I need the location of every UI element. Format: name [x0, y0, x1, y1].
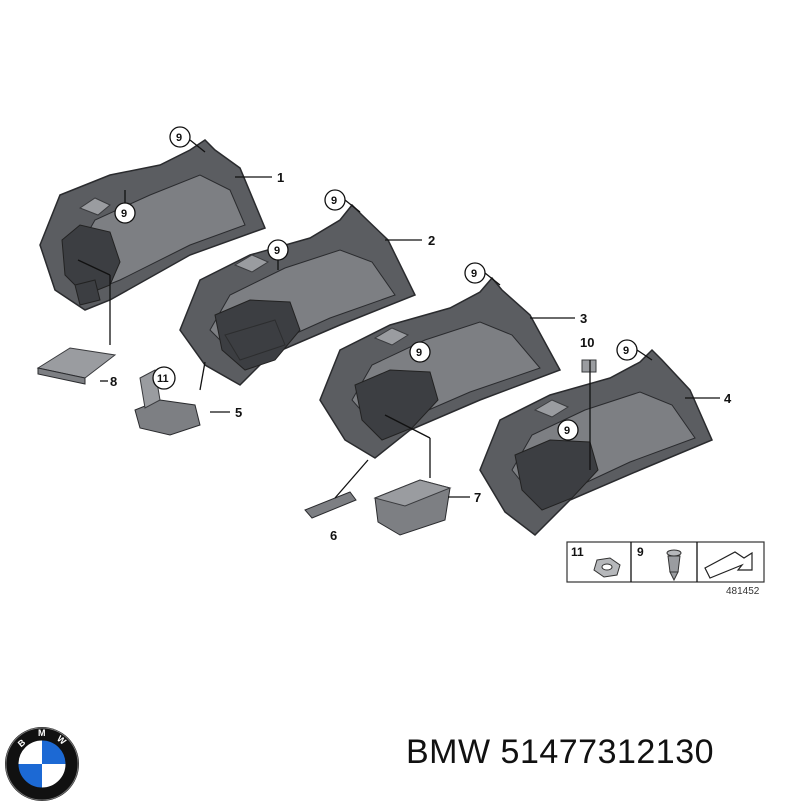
callout-6: 6 [330, 528, 337, 543]
circle-callout-9c: 9 [331, 195, 337, 207]
callout-4: 4 [724, 391, 732, 406]
part-4-trim-panel [479, 348, 713, 536]
reference-code: 481452 [726, 586, 760, 597]
part-6-strip [304, 491, 357, 519]
legend-item-9: 9 [637, 545, 644, 559]
nut-icon [593, 557, 621, 578]
part-7-box [373, 479, 452, 536]
callout-3: 3 [580, 311, 587, 326]
part-1-trim-panel [39, 139, 266, 311]
circle-callout-9b: 9 [121, 208, 127, 220]
callout-2: 2 [428, 233, 435, 248]
circle-callout-9e: 9 [471, 268, 477, 280]
callout-10: 10 [580, 335, 594, 350]
svg-text:B: B [16, 737, 28, 749]
direction-arrow-icon [704, 551, 753, 579]
legend-item-11: 11 [571, 545, 584, 559]
part-3-trim-panel [319, 276, 562, 459]
clip-icon [666, 549, 682, 582]
part-10-clip [581, 359, 597, 373]
bmw-logo: B M W [5, 727, 79, 801]
circle-callout-9a: 9 [176, 132, 182, 144]
callout-5: 5 [235, 405, 242, 420]
part-2-trim-panel [179, 203, 417, 386]
callout-labels: 1 2 3 4 5 6 7 8 10 [110, 170, 732, 543]
circle-callout-9d: 9 [274, 245, 280, 257]
leader-lines [77, 139, 720, 499]
fastener-legend: 11 9 481452 [566, 541, 765, 597]
circle-callout-11: 11 [157, 373, 169, 385]
callout-1: 1 [277, 170, 284, 185]
svg-text:M: M [38, 728, 46, 738]
part-8-tray [36, 347, 117, 385]
circle-callout-9g: 9 [623, 345, 629, 357]
circle-callout-9f: 9 [416, 347, 422, 359]
callout-8: 8 [110, 374, 117, 389]
circle-callout-9h: 9 [564, 425, 570, 437]
callout-7: 7 [474, 490, 481, 505]
part-number-caption: BMW 51477312130 [406, 733, 715, 771]
circled-callouts: 9 9 9 9 9 9 9 9 11 [114, 126, 638, 441]
